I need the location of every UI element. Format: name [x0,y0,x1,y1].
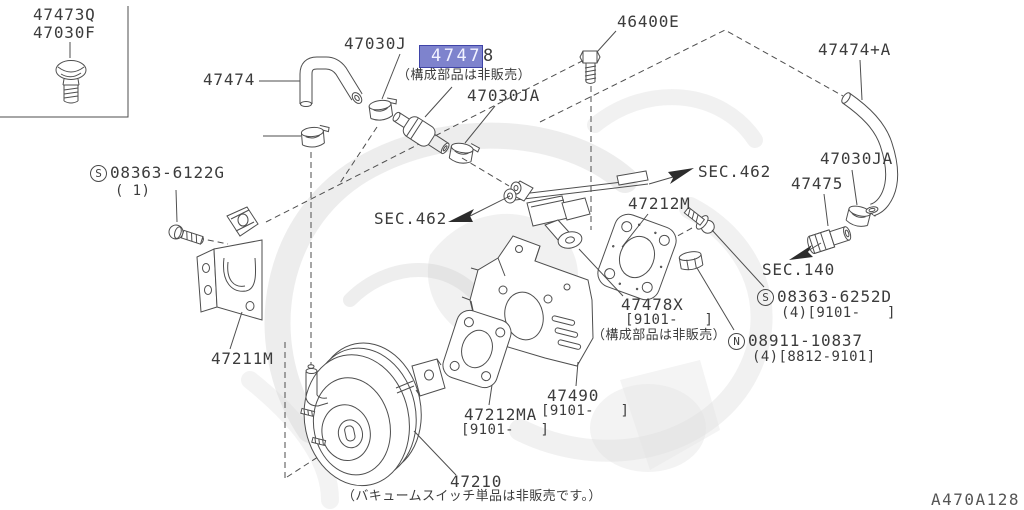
note-components-not-sold-2: （構成部品は非販売） [592,328,727,343]
part-label-47490: 47490 [547,386,600,405]
check-valve-47478-drawing [392,111,450,155]
clamp-47030j-lower-drawing [300,124,332,149]
nut-10837-drawing [678,251,704,271]
part-label-08363-6252d: S 08363-6252D [757,288,892,306]
bracket-47211m-drawing [196,206,263,321]
range-47490: [9101- ] [541,403,630,419]
part-label-47478x: 47478X [621,295,684,314]
qty-range-10837: (4)[8812-9101] [752,349,876,365]
hose-47474-drawing [259,56,363,107]
screw-symbol-icon: S [757,289,774,306]
screw-6122g-drawing [168,189,204,245]
part-label-47474: 47474 [203,70,256,89]
drawing-code: A470A128 [931,490,1021,509]
part-label-47212m: 47212M [628,194,691,213]
screw-symbol-icon: S [90,165,107,182]
gasket-47212m-drawing [597,213,677,301]
bolt-46400e-drawing [579,50,601,84]
range-47212ma: [9101- ] [461,422,550,438]
part-label-08363-6122g: S 08363-6122G [90,164,225,182]
part-label-46400e: 46400E [617,12,680,31]
section-arrows [448,168,822,260]
inset-box [0,6,129,118]
part-label-47210: 47210 [450,472,503,491]
gasket-47212ma-drawing [442,309,512,389]
fitting-47475-drawing [807,226,852,255]
inset-screw-drawing [55,42,87,104]
section-label-sec462-left: SEC.462 [374,209,448,228]
section-label-sec140: SEC.140 [762,260,836,279]
part-label-47478-highlighted[interactable]: 47478 [419,45,496,68]
highlight-box: 4747 [419,45,483,68]
note-components-not-sold: （構成部品は非販売） [397,68,532,83]
part-label-47474a: 47474+A [818,40,892,59]
hose-47474a-drawing [841,92,899,217]
note-vacuum-switch: （バキュームスイッチ単品は非販売です。） [342,489,602,504]
part-label-47473q: 47473Q [33,5,96,24]
qty-6122g: ( 1) [115,183,151,199]
bolt-6252d-drawing [683,206,715,234]
nut-symbol-icon: N [728,333,745,350]
qty-range-6252d: (4)[9101- ] [781,305,896,321]
leader-lines [69,30,863,476]
part-label-47030ja-right: 47030JA [820,149,894,168]
part-label-47030f: 47030F [33,23,96,42]
range-47478x: [9101- ] [625,312,714,328]
part-label-47030j-top: 47030J [344,34,407,53]
section-label-sec462-right: SEC.462 [698,162,772,181]
brake-booster-drawing [300,342,446,487]
part-label-47475: 47475 [791,174,844,193]
vacuum-switch-assembly-drawing [503,180,591,249]
part-label-47211m: 47211M [211,349,274,368]
part-label-08911-10837: N 08911-10837 [728,332,863,350]
part-label-47212ma: 47212MA [464,405,538,424]
part-label-47030ja-mid: 47030JA [467,86,541,105]
